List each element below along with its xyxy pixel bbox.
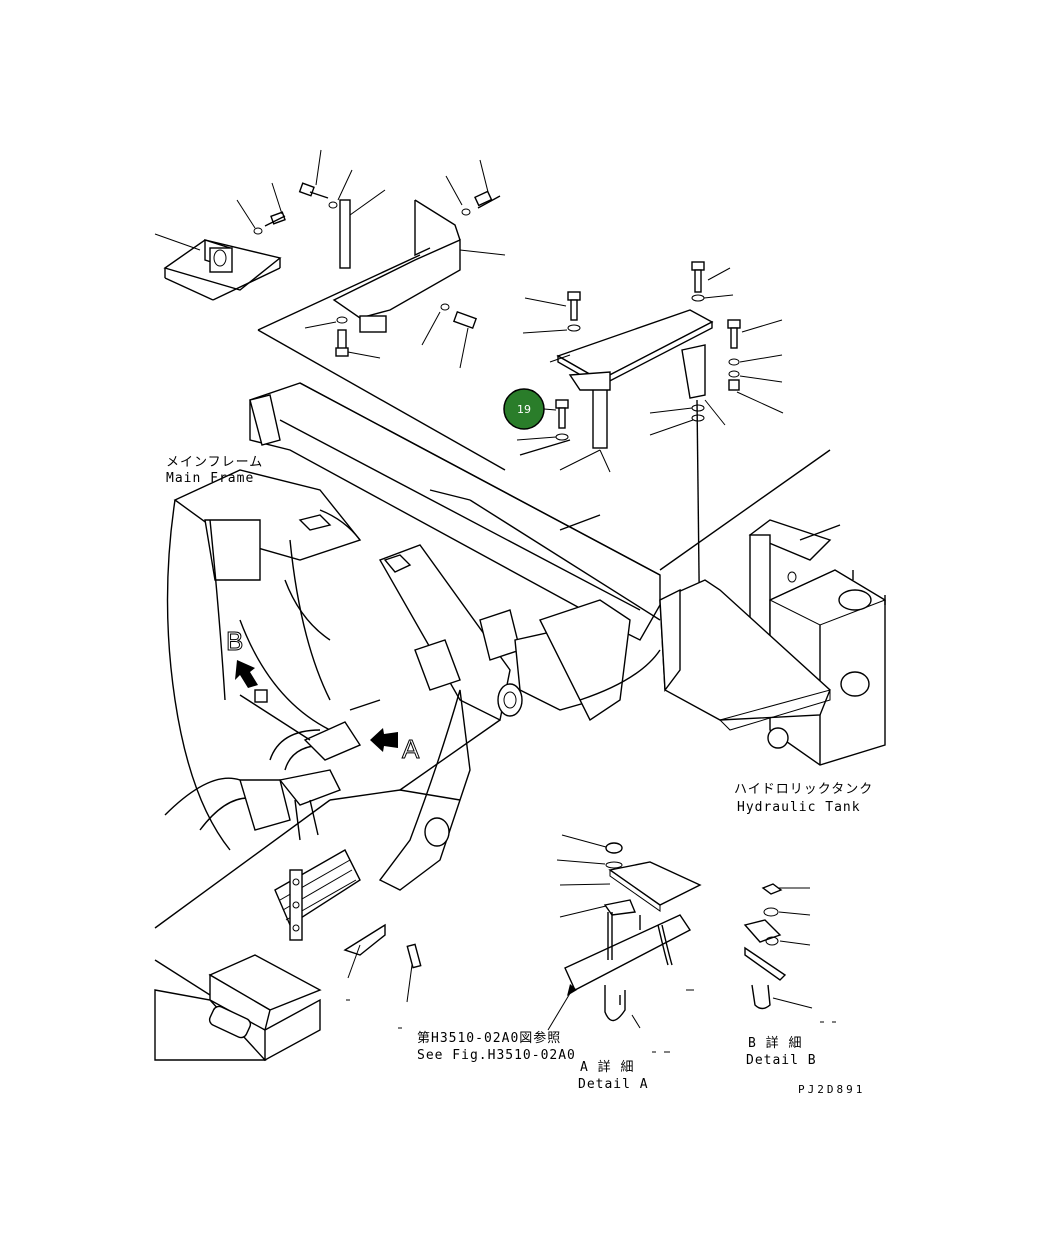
main-frame: [166, 382, 661, 891]
hydraulic-tank-label-jp: ハイドロリックタンク: [734, 782, 873, 797]
detail-b-label-jp: B 詳 細: [748, 1035, 802, 1051]
callout-number[interactable]: 19: [517, 403, 531, 416]
lower-frame: [154, 799, 331, 1062]
see-fig-label-jp: 第H3510-02A0図参照: [417, 1030, 561, 1046]
detail-a-label-en: Detail A: [578, 1077, 649, 1092]
right-bracket: [556, 309, 714, 661]
bolt-group-top-left: [236, 149, 353, 235]
see-fig-label-en: See Fig.H3510-02A0: [417, 1048, 576, 1063]
view-a-arrow: [370, 728, 398, 752]
cooler-bracket: [274, 849, 422, 1003]
drawing-code: PJ2D891: [798, 1083, 865, 1096]
view-b-letter: B: [226, 626, 243, 656]
bolt-group-right: [516, 261, 784, 441]
view-a-letter: A: [402, 734, 420, 764]
leader-marks: [346, 989, 836, 1053]
bolt-group-top-center: [304, 159, 501, 369]
detail-a-label-jp: A 詳 細: [580, 1059, 634, 1075]
hose-assembly: [164, 689, 381, 841]
main-frame-label-jp: メインフレーム: [166, 455, 263, 470]
hydraulic-tank: [659, 449, 887, 766]
main-frame-label-en: Main Frame: [166, 471, 254, 486]
top-center-plate: [257, 189, 506, 471]
view-b-arrow: [235, 660, 258, 688]
top-left-bracket: [154, 233, 282, 301]
detail-a-drawing: [547, 834, 702, 1031]
detail-b-label-en: Detail B: [746, 1053, 817, 1068]
part-19-callout[interactable]: 19: [503, 388, 557, 430]
detail-b-drawing: [743, 883, 813, 1010]
hydraulic-tank-label-en: Hydraulic Tank: [737, 800, 861, 815]
